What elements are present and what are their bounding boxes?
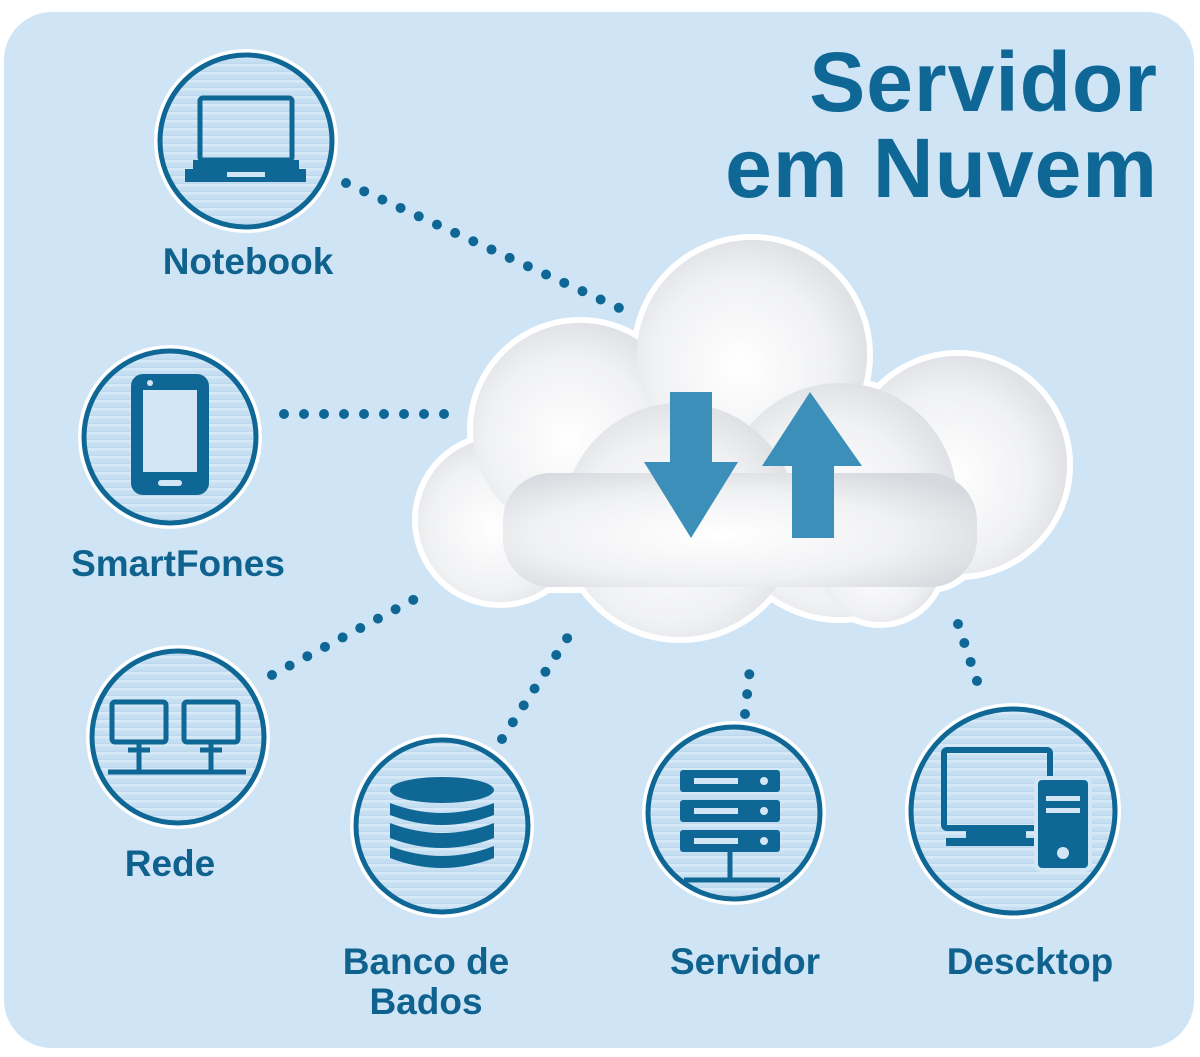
network-icon (108, 699, 246, 775)
label-database: Banco de Bados (342, 941, 510, 1022)
node-desktop (905, 703, 1121, 919)
label-network: Rede (124, 843, 216, 884)
node-database (350, 734, 534, 918)
desktop-icon (941, 747, 1092, 872)
node-server (642, 721, 826, 905)
smartphone-icon (131, 374, 209, 495)
cloud-shape (412, 234, 1073, 643)
title-line-2: em Nuvem (725, 121, 1158, 215)
database-icon (390, 777, 494, 868)
label-smartphones: SmartFones (71, 543, 285, 584)
connector-network (267, 587, 433, 680)
label-notebook: Notebook (162, 241, 334, 282)
connector-lines (267, 178, 985, 744)
connector-desktop (953, 619, 985, 695)
label-server: Servidor (669, 941, 821, 982)
download-arrow-icon (644, 392, 738, 538)
connector-server (740, 663, 755, 719)
connector-notebook (341, 178, 633, 317)
node-smartphones (78, 345, 262, 529)
server-icon (680, 770, 780, 883)
node-network (86, 645, 270, 829)
laptop-icon (185, 95, 306, 182)
upload-arrow-icon (762, 392, 862, 538)
connector-database (497, 621, 580, 744)
node-notebook (154, 49, 338, 233)
label-desktop: Descktop (946, 941, 1114, 982)
title-line-1: Servidor (809, 35, 1158, 129)
